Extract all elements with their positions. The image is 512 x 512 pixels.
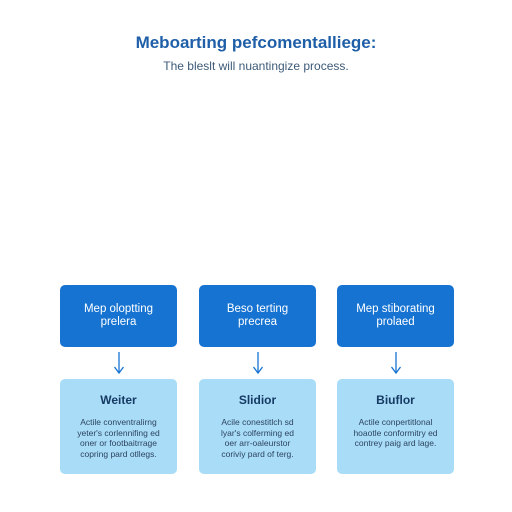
process-box-2: Beso terting precrea <box>199 285 316 347</box>
process-box-3: Mep stiborating prolaed <box>337 285 454 347</box>
result-title-3: Biuflor <box>376 393 415 407</box>
arrow-down-icon <box>337 347 454 379</box>
result-box-2: Slidior Acile conestitlch sd lyar's colf… <box>199 379 316 474</box>
result-title-1: Weiter <box>100 393 137 407</box>
result-text-3: Actile conpertitlonal hoaotle conformitr… <box>353 417 438 448</box>
result-text-2: Acile conestitlch sd lyar's colferming e… <box>221 417 294 459</box>
page-title: Meboarting pefcomentalliege: <box>135 33 377 52</box>
flow-column-1: Mep oloptting prelera Weiter Actile conv… <box>60 285 177 474</box>
arrow-down-icon <box>60 347 177 379</box>
result-title-2: Slidior <box>238 393 277 407</box>
process-box-1: Mep oloptting prelera <box>60 285 177 347</box>
page-subtitle: The bleslt will nuantingize process. <box>163 59 349 73</box>
result-box-1: Weiter Actile conventralirng yeter's cor… <box>60 379 177 474</box>
result-box-3: Biuflor Actile conpertitlonal hoaotle co… <box>337 379 454 474</box>
result-text-1: Actile conventralirng yeter's corlennifi… <box>77 417 160 459</box>
arrow-down-icon <box>199 347 316 379</box>
flow-column-3: Mep stiborating prolaed Biuflor Actile c… <box>337 285 454 474</box>
flow-column-2: Beso terting precrea Slidior Acile cones… <box>199 285 316 474</box>
